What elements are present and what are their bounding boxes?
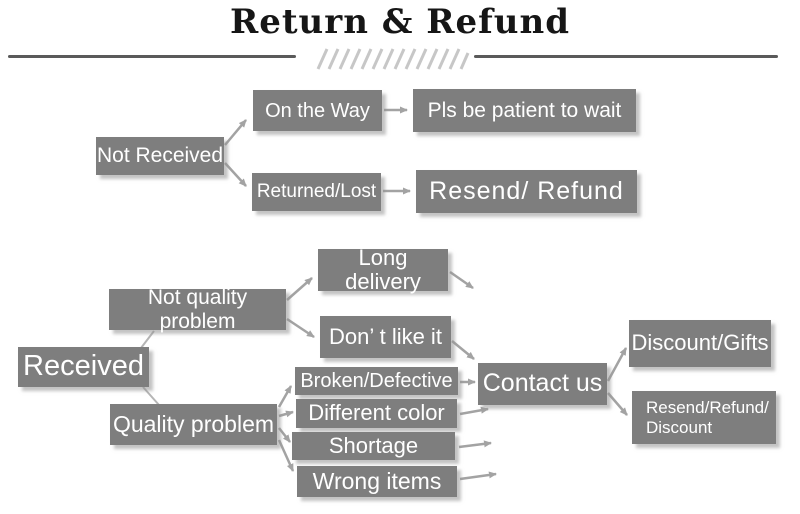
node-shortage: Shortage xyxy=(292,432,455,460)
node-contact-us: Contact us xyxy=(478,363,607,405)
node-broken-defective: Broken/Defective xyxy=(295,367,458,395)
arrow-quality-to-wrong-items xyxy=(277,439,295,472)
arrow-quality-to-different-color xyxy=(278,410,294,418)
node-on-the-way: On the Way xyxy=(253,90,382,131)
divider-line-left xyxy=(8,55,296,58)
arrow-dont-like-it-to-contact-us xyxy=(451,340,475,360)
arrow-different-color-to-contact-us xyxy=(459,406,489,416)
node-resend-refund-discount: Resend/Refund/ Discount xyxy=(632,391,776,444)
node-pls-be-patient: Pls be patient to wait xyxy=(413,89,636,132)
node-quality-problem: Quality problem xyxy=(110,404,277,445)
node-returned-lost: Returned/Lost xyxy=(252,173,381,211)
line-received-to-quality xyxy=(142,386,160,406)
node-different-color: Different color xyxy=(296,399,457,428)
node-long-delivery: Long delivery xyxy=(318,245,448,294)
page-title: Return & Refund xyxy=(229,2,571,42)
arrow-contact-us-to-resend-refund-discount xyxy=(607,392,628,416)
node-not-quality-problem: Not quality problem xyxy=(109,286,286,333)
node-dont-like-it: Don’ t like it xyxy=(320,316,451,358)
arrow-not-received-to-returned-lost xyxy=(224,162,247,187)
arrow-quality-to-shortage xyxy=(278,427,291,443)
arrow-not-received-to-on-the-way xyxy=(224,119,247,146)
node-resend-refund: Resend/ Refund xyxy=(416,170,637,213)
divider-line-right xyxy=(474,55,778,58)
node-wrong-items: Wrong items xyxy=(297,466,457,497)
node-not-received: Not Received xyxy=(96,137,224,175)
arrow-not-quality-to-long-delivery xyxy=(286,277,313,301)
arrow-quality-to-broken-defective xyxy=(277,385,293,408)
hatch-decoration-icon xyxy=(316,48,470,70)
arrow-not-quality-to-dont-like-it xyxy=(286,317,315,339)
node-discount-gifts: Discount/Gifts xyxy=(629,320,771,367)
arrow-long-delivery-to-contact-us xyxy=(449,270,474,290)
node-received: Received xyxy=(18,347,149,387)
arrow-shortage-to-contact-us xyxy=(458,440,492,449)
arrow-wrong-items-to-contact-us xyxy=(459,471,497,481)
arrow-contact-us-to-discount-gifts xyxy=(606,347,628,382)
line-received-to-not-quality xyxy=(140,330,155,349)
